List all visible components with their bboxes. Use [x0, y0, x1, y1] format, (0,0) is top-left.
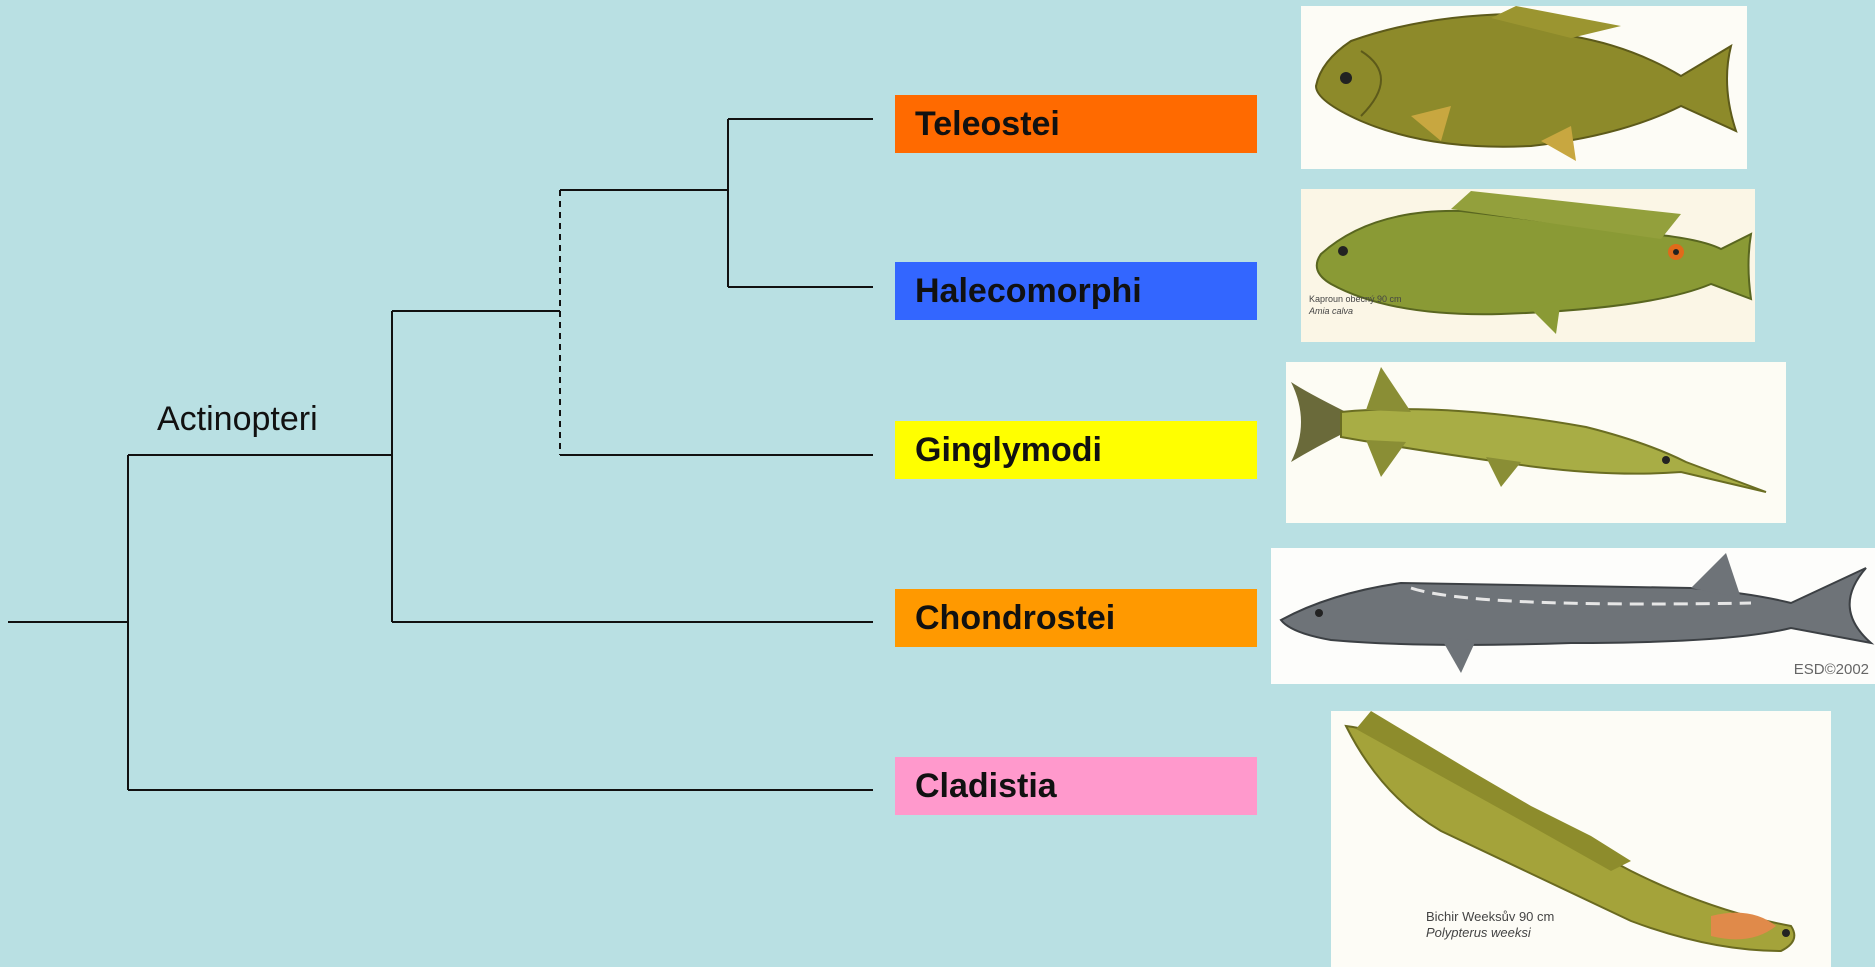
clade-label-actinopteri: Actinopteri — [157, 400, 318, 439]
taxon-label-halecomorphi: Halecomorphi — [895, 262, 1257, 320]
gar-fish-illustration — [1286, 362, 1786, 523]
bichir-caption-common-name: Bichir Weeksův 90 cm — [1426, 909, 1554, 924]
taxon-label-chondrostei: Chondrostei — [895, 589, 1257, 647]
taxon-label-cladistia: Cladistia — [895, 757, 1257, 815]
bichir-caption-scientific-name: Polypterus weeksi — [1426, 925, 1531, 940]
bowfin-caption-scientific-name: Amia calva — [1309, 306, 1353, 316]
sturgeon-fish-illustration: ESD©2002 — [1271, 548, 1875, 684]
taxon-label-teleostei: Teleostei — [895, 95, 1257, 153]
bowfin-caption-common-name: Kaproun obecný 90 cm — [1309, 294, 1402, 304]
bowfin-fish-illustration: Kaproun obecný 90 cm Amia calva — [1301, 189, 1755, 342]
taxon-label-ginglymodi: Ginglymodi — [895, 421, 1257, 479]
bichir-fish-illustration: Bichir Weeksův 90 cm Polypterus weeksi — [1331, 711, 1831, 967]
sturgeon-copyright: ESD©2002 — [1794, 661, 1869, 678]
carp-fish-illustration — [1301, 6, 1747, 169]
